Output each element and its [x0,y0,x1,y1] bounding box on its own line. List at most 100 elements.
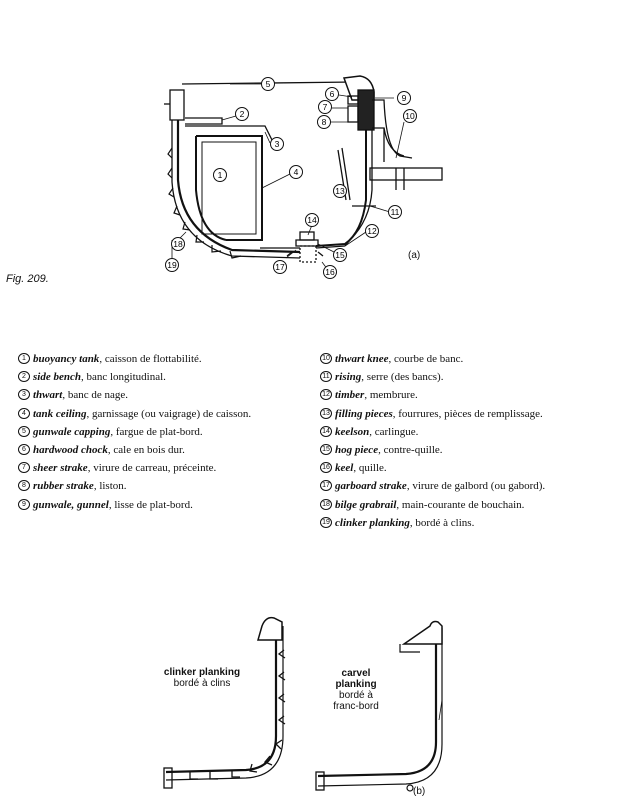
legend-term: bilge grabrail [335,498,397,511]
legend-number: 14 [320,425,332,437]
legend-desc: , liston. [93,480,127,493]
legend-text: thwart knee, courbe de banc. [335,350,463,368]
callout-number: 10 [405,111,415,121]
callout-number: 19 [167,260,177,270]
callout-circle [235,107,249,121]
legend-term: sheer strake [33,462,88,475]
legend-term: thwart knee [335,353,389,365]
legend-term: garboard strake [335,480,407,493]
legend-desc: , carlingue. [369,425,419,438]
clinker-label-en: clinker planking [163,667,241,678]
legend-desc: , courbe de banc. [388,353,464,365]
legend-term: keel [335,462,354,475]
legend-number: 7 [18,462,30,474]
legend-desc: , virure de galbord (ou gabord). [406,480,546,493]
callout-number: 18 [173,239,183,249]
legend-desc: , caisson de flottabilité. [99,353,202,365]
legend-desc: , banc longitudinal. [80,371,166,384]
callout-number: 17 [275,262,285,272]
legend-text: keelson, carlingue. [335,423,418,441]
legend-text: garboard strake, virure de galbord (ou g… [335,477,545,495]
legend-term: gunwale capping [33,425,111,438]
legend-term: hog piece [335,444,379,457]
legend-desc: , virure de carreau, préceinte. [87,462,217,475]
legend-text: rising, serre (des bancs). [335,368,443,386]
callout-circle [305,213,319,227]
legend-term: rising [335,371,362,384]
callout-number: 6 [330,89,335,99]
callout-circle [388,205,402,219]
legend-text: hardwood chock, cale en bois dur. [33,441,185,459]
legend-term: keelson [335,425,370,438]
callout-circle [325,87,339,101]
callout-number: 13 [335,186,345,196]
legend-number: 17 [320,480,332,492]
callout-circle [270,137,284,151]
carvel-label-en: carvel planking [335,668,377,690]
callout-circle [165,258,179,272]
callout-circle [397,91,411,105]
callout-circle [273,260,287,274]
legend-number: 5 [18,425,30,437]
panel-a-label: (a) [408,250,421,261]
carvel-label: carvel planking bordé à franc-bord [326,668,386,712]
callout-circle [289,165,303,179]
legend-term: filling pieces [335,407,393,420]
legend-desc: , serre (des bancs). [361,371,444,384]
legend-text: timber, membrure. [335,386,418,404]
callout-number: 7 [323,102,328,112]
callout-circle [333,184,347,198]
legend-desc: , banc de nage. [62,389,129,402]
legend-term: hardwood chock [33,444,108,457]
legend-desc: , quille. [353,462,387,475]
legend-text: tank ceiling, garnissage (ou vaigrage) d… [33,405,251,423]
panel-b-label: (b) [413,786,426,797]
legend-term: rubber strake [33,480,94,493]
legend-term: side bench [33,371,81,384]
callout-number: 8 [322,117,327,127]
callout-circle [261,77,275,91]
callout-number: 2 [240,109,245,119]
callout-circle [171,237,185,251]
legend-number: 11 [320,371,332,383]
callout-number: 9 [402,93,407,103]
callout-circle [365,224,379,238]
legend-desc: , lisse de plat-bord. [108,498,193,511]
legend-number: 4 [18,407,30,419]
callout-circle [318,100,332,114]
legend-desc: , cale en bois dur. [107,444,185,457]
legend-text: hog piece, contre-quille. [335,441,443,459]
callout-circle [403,109,417,123]
callout-number: 3 [275,139,280,149]
callout-circle [333,248,347,262]
callout-number: 14 [307,215,317,225]
legend-desc: , garnissage (ou vaigrage) de caisson. [86,407,252,420]
legend-text: filling pieces, fourrures, pièces de rem… [335,405,543,423]
legend-text: keel, quille. [335,459,387,477]
legend-number: 9 [18,498,30,510]
legend-desc: , fourrures, pièces de remplissage. [392,407,543,420]
legend-text: bilge grabrail, main-courante de bouchai… [335,496,524,514]
callout-number: 1 [218,170,223,180]
legend-text: side bench, banc longitudinal. [33,368,166,386]
legend-number: 8 [18,480,30,492]
callout-number: 4 [294,167,299,177]
legend-term: timber [335,389,365,402]
